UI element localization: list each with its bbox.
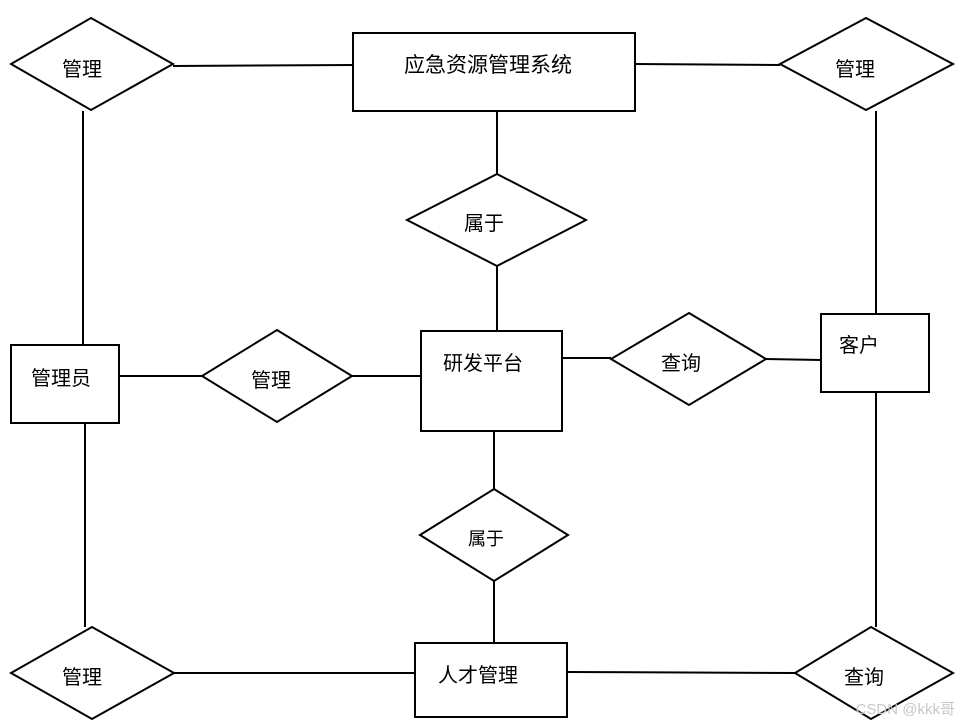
relationship-label: 管理 xyxy=(62,57,102,81)
entity-talent: 人才管理 xyxy=(414,642,568,718)
relationship-query-bottom-right: 查询 xyxy=(793,625,956,721)
edge-manage-tl-system xyxy=(172,64,354,67)
relationship-label: 管理 xyxy=(835,57,875,81)
relationship-manage-top-right: 管理 xyxy=(777,16,956,112)
entity-customer: 客户 xyxy=(820,313,930,393)
relationship-manage-middle: 管理 xyxy=(200,328,354,424)
relationship-label: 属于 xyxy=(464,211,504,235)
relationship-label: 管理 xyxy=(251,368,291,392)
relationship-belongs-bottom: 属于 xyxy=(418,487,570,583)
connectors xyxy=(82,63,877,674)
entity-system: 应急资源管理系统 xyxy=(352,32,636,112)
watermark: CSDN @kkk哥 xyxy=(856,701,955,718)
relationship-manage-bottom-left: 管理 xyxy=(8,625,177,721)
entity-platform: 研发平台 xyxy=(420,330,563,432)
relationship-label: 属于 xyxy=(468,529,504,550)
entity-admin: 管理员 xyxy=(10,344,120,424)
edge-system-manage-tr xyxy=(634,63,781,66)
relationship-manage-top-left: 管理 xyxy=(8,16,176,112)
entity-label: 研发平台 xyxy=(443,351,523,375)
entity-label: 管理员 xyxy=(31,366,91,390)
relationship-label: 查询 xyxy=(661,351,701,375)
entity-label: 人才管理 xyxy=(438,663,518,687)
relationship-belongs-top: 属于 xyxy=(404,172,589,268)
entity-label: 应急资源管理系统 xyxy=(404,53,572,77)
relationship-label: 查询 xyxy=(844,665,884,689)
edge-query-mid-customer xyxy=(765,358,822,361)
edge-talent-query-br xyxy=(566,671,796,674)
relationship-query-middle: 查询 xyxy=(609,311,768,407)
relationship-label: 管理 xyxy=(62,665,102,689)
entity-label: 客户 xyxy=(839,333,879,357)
